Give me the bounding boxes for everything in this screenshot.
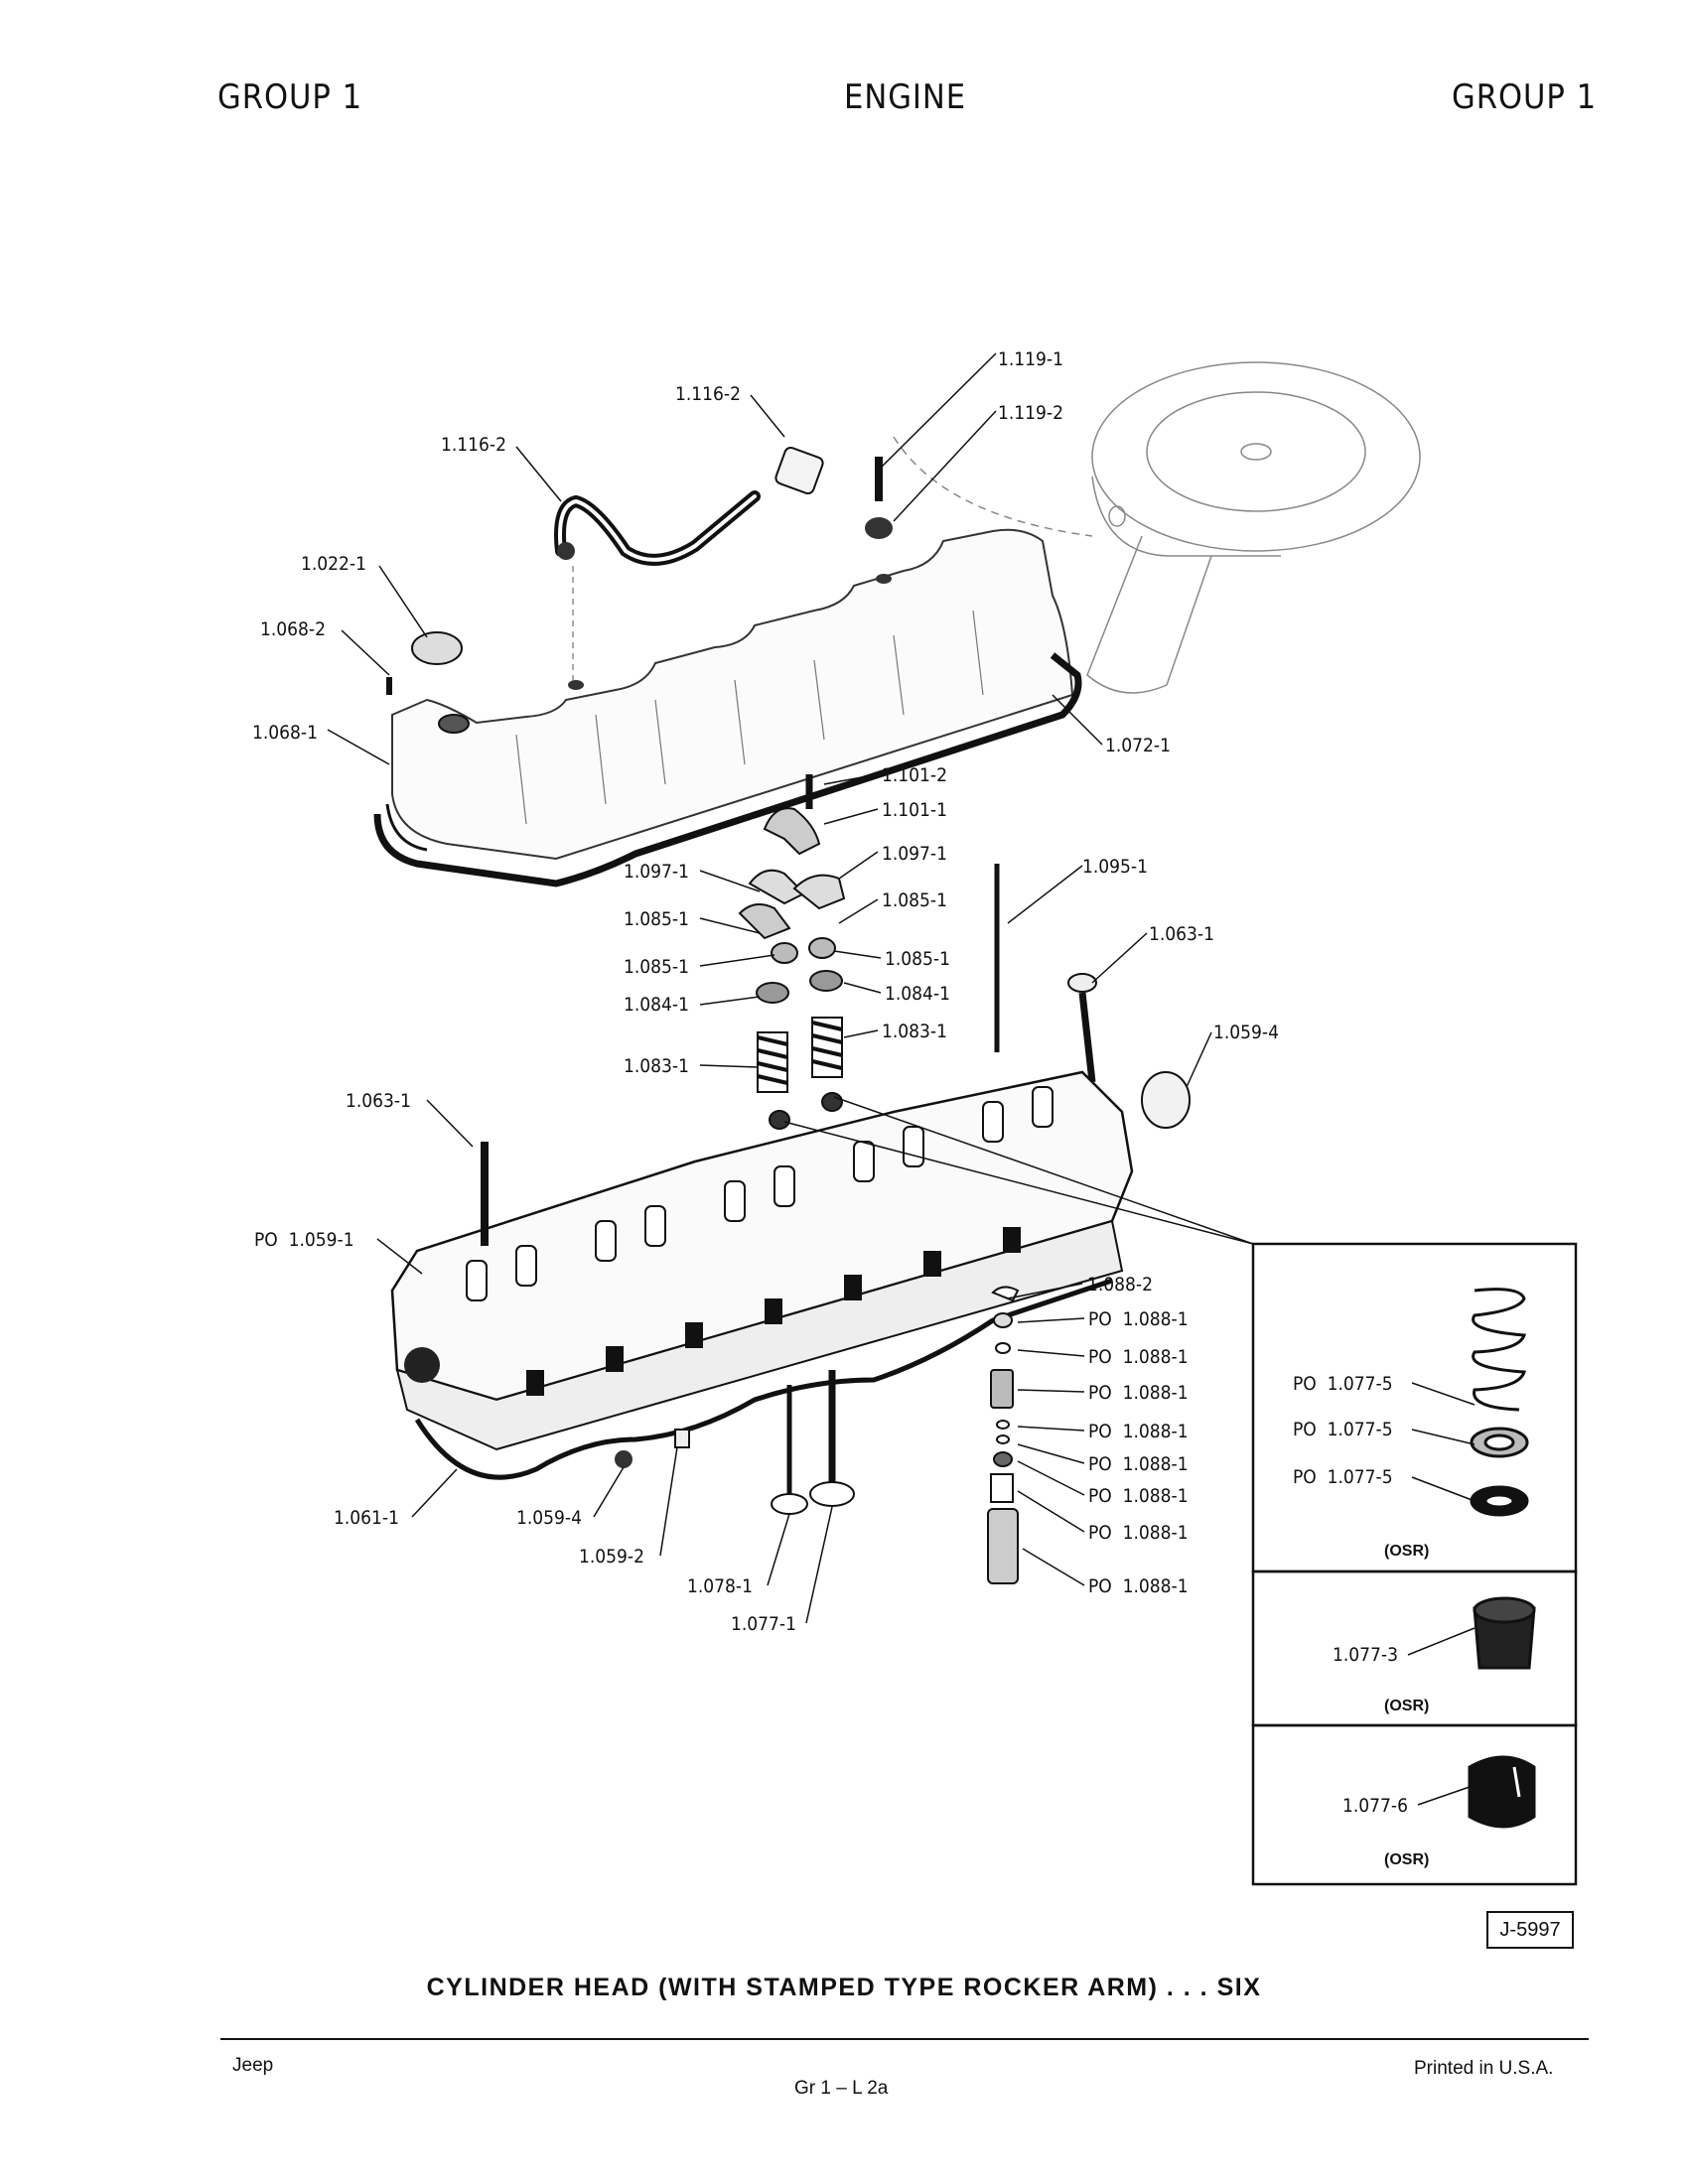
footer-center: Gr 1 – L 2a xyxy=(794,2078,889,2099)
part-label: 1.097-1 xyxy=(624,861,689,883)
inset-illustrations xyxy=(1468,1288,1536,1829)
part-label: 1.101-2 xyxy=(882,764,947,786)
footer-divider xyxy=(220,2038,1589,2040)
part-label: 1.116-2 xyxy=(441,434,506,456)
part-label: PO 1.088-1 xyxy=(1088,1421,1189,1442)
diagram-caption: CYLINDER HEAD (WITH STAMPED TYPE ROCKER … xyxy=(426,1974,1262,2001)
inset-panel xyxy=(1251,1242,1578,1886)
part-label: 1.068-1 xyxy=(252,722,318,744)
leader-lines xyxy=(327,352,1476,1806)
part-label: 1.061-1 xyxy=(334,1507,399,1529)
inset-note: (OSR) xyxy=(1384,1543,1429,1560)
part-label: 1.097-1 xyxy=(882,843,947,865)
part-label: 1.077-1 xyxy=(731,1613,796,1635)
part-label: PO 1.088-1 xyxy=(1088,1346,1189,1368)
footer-left: Jeep xyxy=(232,2055,274,2076)
part-label: 1.119-2 xyxy=(998,402,1063,424)
part-label: PO 1.088-1 xyxy=(1088,1308,1189,1330)
part-label: PO 1.059-1 xyxy=(254,1229,354,1251)
part-label: 1.101-1 xyxy=(882,799,947,821)
part-label: 1.083-1 xyxy=(624,1055,689,1077)
part-label: 1.084-1 xyxy=(624,994,689,1016)
part-label: PO 1.088-1 xyxy=(1088,1575,1189,1597)
part-label: 1.095-1 xyxy=(1082,856,1148,878)
part-label: 1.063-1 xyxy=(346,1090,411,1112)
part-label: 1.083-1 xyxy=(882,1021,947,1042)
part-label: 1.059-2 xyxy=(579,1546,644,1568)
part-label: 1.072-1 xyxy=(1105,735,1171,756)
part-label: 1.063-1 xyxy=(1149,923,1214,945)
vent-hose-illustration xyxy=(386,446,893,695)
inset-note: (OSR) xyxy=(1384,1851,1429,1868)
part-label: 1.085-1 xyxy=(624,908,689,930)
part-label: PO 1.088-1 xyxy=(1088,1522,1189,1544)
part-label: 1.068-2 xyxy=(260,618,326,640)
part-label: PO 1.088-1 xyxy=(1088,1382,1189,1404)
inset-label: 1.077-6 xyxy=(1342,1795,1408,1817)
footer-right: Printed in U.S.A. xyxy=(1414,2058,1554,2079)
inset-label: PO 1.077-5 xyxy=(1293,1373,1393,1395)
part-labels: 1.119-1 1.116-2 1.119-2 1.116-2 1.022-1 … xyxy=(252,348,1279,1635)
part-label: 1.059-4 xyxy=(1213,1022,1279,1043)
valve-cover-illustration xyxy=(373,528,1082,887)
part-label: 1.119-1 xyxy=(998,348,1063,370)
cylinder-head-illustration xyxy=(390,1070,1134,1480)
inset-labels: PO 1.077-5 PO 1.077-5 PO 1.077-5 1.077-3… xyxy=(1293,1373,1429,1868)
part-label: PO 1.088-1 xyxy=(1088,1485,1189,1507)
part-label: 1.116-2 xyxy=(675,383,741,405)
part-label: 1.059-4 xyxy=(516,1507,582,1529)
header-center: ENGINE xyxy=(844,77,967,117)
part-label: 1.084-1 xyxy=(885,983,950,1005)
part-label: 1.085-1 xyxy=(885,948,950,970)
inset-box-spring-seal xyxy=(1251,1242,1578,1573)
air-cleaner-illustration xyxy=(893,361,1421,694)
part-label: 1.085-1 xyxy=(624,956,689,978)
part-label: 1.088-2 xyxy=(1087,1274,1153,1296)
part-label: 1.022-1 xyxy=(301,553,366,575)
inset-label: PO 1.077-5 xyxy=(1293,1419,1393,1440)
inset-box-seal-1077-6 xyxy=(1251,1723,1578,1886)
header-left: GROUP 1 xyxy=(217,77,363,117)
rocker-and-spring-illustration xyxy=(738,774,1191,1130)
inset-connector-lines xyxy=(783,1096,1254,1245)
part-label: PO 1.088-1 xyxy=(1088,1453,1189,1475)
part-label: 1.078-1 xyxy=(687,1575,753,1597)
inset-label: 1.077-3 xyxy=(1333,1644,1398,1666)
figure-reference-box: J-5997 xyxy=(1486,1911,1574,1949)
header-right: GROUP 1 xyxy=(1452,77,1598,117)
part-label: 1.085-1 xyxy=(882,889,947,911)
inset-note: (OSR) xyxy=(1384,1698,1429,1714)
inset-label: PO 1.077-5 xyxy=(1293,1466,1393,1488)
